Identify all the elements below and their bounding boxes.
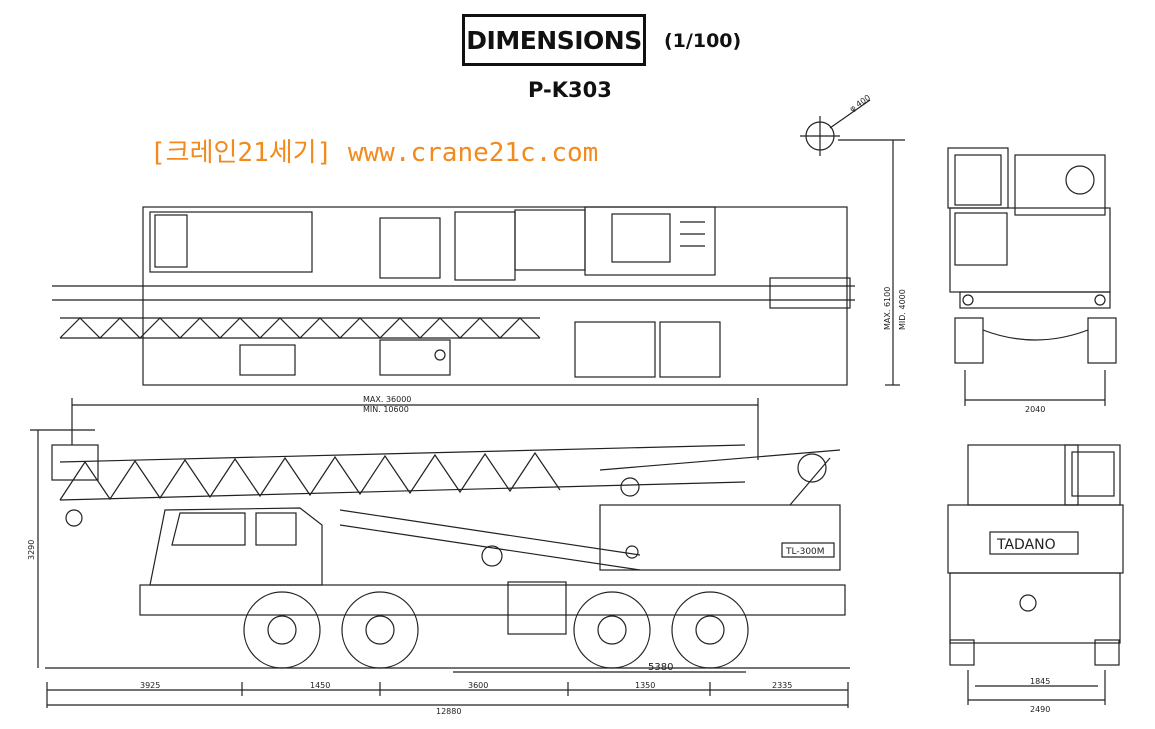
seg-5-label: 2335 [772, 681, 792, 690]
seg-4-label: 1350 [635, 681, 655, 690]
front-upper-body [1014, 154, 1106, 216]
side-boom-plate [781, 542, 835, 558]
top-cabin-block [584, 206, 716, 276]
sheave-dia-label: φ 400 [848, 93, 872, 114]
top-hook-circle [434, 349, 446, 361]
side-jib-tip [51, 444, 99, 481]
rear-view: TADANO 1845 2490 [947, 444, 1124, 714]
rear-tyre-left [949, 639, 975, 666]
side-superstructure [599, 504, 841, 571]
side-boom-pivot [625, 545, 639, 559]
side-cylinder-pivot [481, 545, 503, 567]
rear-track-label: 1845 [1030, 677, 1050, 686]
front-main-body [949, 207, 1111, 293]
front-axle [982, 329, 1089, 341]
side-wheel-4 [671, 591, 749, 669]
top-engine-block [379, 217, 441, 279]
overall-length-label: 12880 [436, 707, 461, 716]
side-chassis [139, 584, 846, 616]
front-lamp-right [1094, 294, 1106, 306]
boom-min-label: MIN. 10600 [363, 405, 409, 414]
side-cab-window-2 [255, 512, 297, 546]
top-view-outline [142, 206, 848, 386]
top-lower-block-3 [574, 321, 656, 378]
rear-brand-label: TADANO [996, 537, 1056, 553]
top-cab-window [154, 214, 188, 268]
top-lower-block-1 [239, 344, 296, 376]
side-view: MAX. 36000 MIN. 10600 TL-300M [27, 395, 850, 716]
side-jib-top [59, 444, 746, 463]
sheave-leader [829, 99, 871, 129]
page-title: DIMENSIONS [462, 14, 646, 66]
front-bumper [959, 291, 1111, 309]
height-mid-label: MID. 4000 [898, 289, 907, 330]
top-cab-block [149, 211, 313, 273]
side-boom-mid-sheave [620, 477, 640, 497]
side-hub-4 [695, 615, 725, 645]
top-view [52, 206, 855, 386]
top-winch-block [514, 209, 586, 271]
front-tyre-left [954, 317, 984, 364]
side-boom-head-sheave [797, 453, 827, 483]
front-view: 2040 [947, 147, 1117, 414]
seg-1-label: 3925 [140, 681, 160, 690]
front-cab-window-box [947, 147, 1009, 209]
front-tyre-right [1087, 317, 1117, 364]
side-jib-lattice [59, 451, 561, 501]
seg-2-label: 1450 [310, 681, 330, 690]
top-hoist-block [454, 211, 516, 281]
side-boom-plate-label: TL-300M [785, 547, 825, 557]
rear-cab-window [1071, 451, 1115, 497]
boom-max-label: MAX. 36000 [363, 395, 411, 404]
rear-upper-body [967, 444, 1079, 506]
rear-chassis [949, 572, 1121, 644]
sheave-symbol: φ 400 [800, 93, 872, 156]
side-hub-3 [597, 615, 627, 645]
side-height-label: 3290 [27, 540, 36, 560]
side-jib-bottom [59, 481, 746, 501]
side-luffing-cylinder-1 [339, 509, 641, 556]
top-cabin-window [611, 213, 671, 263]
rear-brand-plate [989, 531, 1079, 555]
watermark-text: [크레인21세기] www.crane21c.com [150, 138, 599, 168]
front-winch-drum [1065, 165, 1095, 195]
front-cab-window [954, 154, 1002, 206]
top-boom-base [769, 277, 851, 309]
side-hub-1 [267, 615, 297, 645]
front-windshield [954, 212, 1008, 266]
side-boom-strut [789, 457, 831, 506]
seg-3-label: 3600 [468, 681, 488, 690]
side-hub-2 [365, 615, 395, 645]
side-boom-top [599, 449, 841, 471]
side-wheel-2 [341, 591, 419, 669]
side-hook-sheave [65, 509, 83, 527]
side-cab-window-1 [171, 512, 246, 546]
rear-hitch [1019, 594, 1037, 612]
top-lower-block-4 [659, 321, 721, 378]
scale-label: (1/100) [664, 30, 742, 52]
side-luffing-cylinder-2 [339, 524, 641, 571]
span-5380-label: 5380 [648, 662, 673, 673]
front-width-label: 2040 [1025, 405, 1045, 414]
front-lamp-left [962, 294, 974, 306]
height-dimension: MAX. 6100 MID. 4000 [838, 139, 907, 386]
model-label: P-K303 [528, 78, 612, 102]
top-lower-block-2 [379, 339, 451, 376]
side-wheel-1 [243, 591, 321, 669]
rear-tyre-right [1094, 639, 1120, 666]
rear-width-label: 2490 [1030, 705, 1050, 714]
height-max-label: MAX. 6100 [883, 287, 892, 330]
side-wheel-3 [573, 591, 651, 669]
top-jib-lattice [59, 317, 541, 339]
side-outrigger-box [507, 581, 567, 635]
